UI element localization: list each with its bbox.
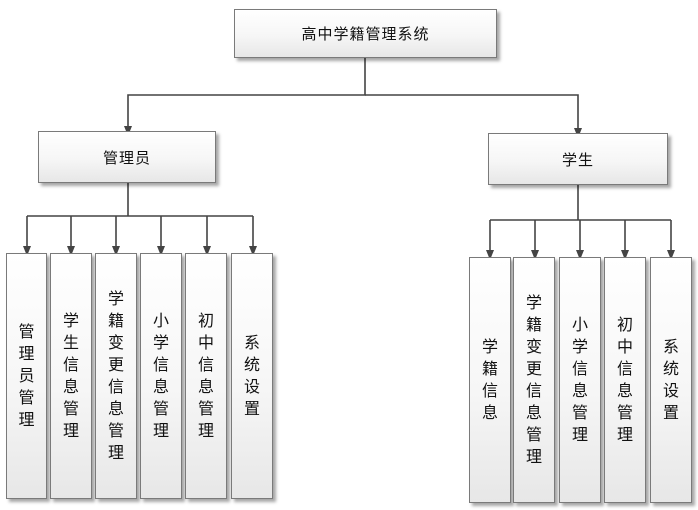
admin-node: 管理员 — [38, 131, 216, 183]
student-child-3: 小学信息管理 — [559, 257, 601, 503]
student-child-1-label: 学籍信息 — [481, 337, 498, 422]
admin-child-3-label: 学籍变更信息管理 — [107, 289, 124, 462]
student-node-label: 学生 — [561, 150, 594, 169]
admin-node-label: 管理员 — [102, 148, 151, 167]
admin-child-1-label: 管理员管理 — [18, 322, 35, 429]
student-node: 学生 — [488, 133, 668, 185]
student-child-2: 学籍变更信息管理 — [513, 257, 555, 503]
admin-child-1: 管理员管理 — [6, 253, 47, 499]
connector-root-admin — [124, 58, 366, 136]
admin-child-6: 系统设置 — [231, 253, 273, 499]
admin-child-2: 学生信息管理 — [50, 253, 92, 499]
admin-child-5-label: 初中信息管理 — [197, 311, 214, 440]
admin-child-2-label: 学生信息管理 — [62, 311, 79, 440]
connector-root-student — [365, 94, 582, 138]
admin-child-5: 初中信息管理 — [185, 253, 227, 499]
student-child-5-label: 系统设置 — [662, 337, 679, 422]
admin-child-3: 学籍变更信息管理 — [95, 253, 137, 499]
student-child-4: 初中信息管理 — [604, 257, 646, 503]
root-node-label: 高中学籍管理系统 — [301, 25, 430, 43]
student-child-3-label: 小学信息管理 — [571, 315, 588, 444]
student-child-1: 学籍信息 — [469, 257, 511, 503]
student-child-5: 系统设置 — [650, 257, 692, 503]
student-child-2-label: 学籍变更信息管理 — [525, 293, 542, 466]
admin-child-4-label: 小学信息管理 — [152, 311, 169, 440]
admin-child-4: 小学信息管理 — [140, 253, 182, 499]
student-child-4-label: 初中信息管理 — [616, 315, 633, 444]
admin-child-6-label: 系统设置 — [243, 333, 260, 418]
root-node: 高中学籍管理系统 — [234, 9, 497, 58]
